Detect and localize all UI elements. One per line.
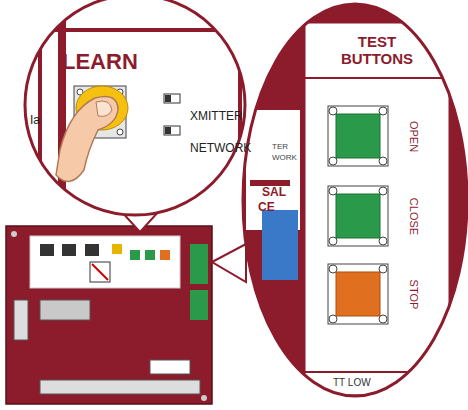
part-label: SAL [262, 186, 286, 198]
part-label: TT LOW [333, 378, 371, 388]
circuit-board [6, 226, 212, 404]
button-label: CLOSE [408, 198, 419, 235]
part-label: WORK [272, 154, 297, 162]
part-label: LEARN [62, 51, 138, 73]
stray-label: Ia [30, 114, 40, 126]
test-buttons-callout [240, 0, 468, 410]
button-label: STOP [408, 280, 419, 310]
learn-callout [20, 0, 260, 230]
section-heading: TEST BUTTONS [322, 34, 432, 67]
switch-label: NETWORK [190, 142, 251, 154]
part-label: TER [272, 143, 288, 151]
part-label: CE [258, 201, 275, 213]
switch-label: XMITTER [190, 110, 243, 122]
button-label: OPEN [408, 121, 419, 152]
